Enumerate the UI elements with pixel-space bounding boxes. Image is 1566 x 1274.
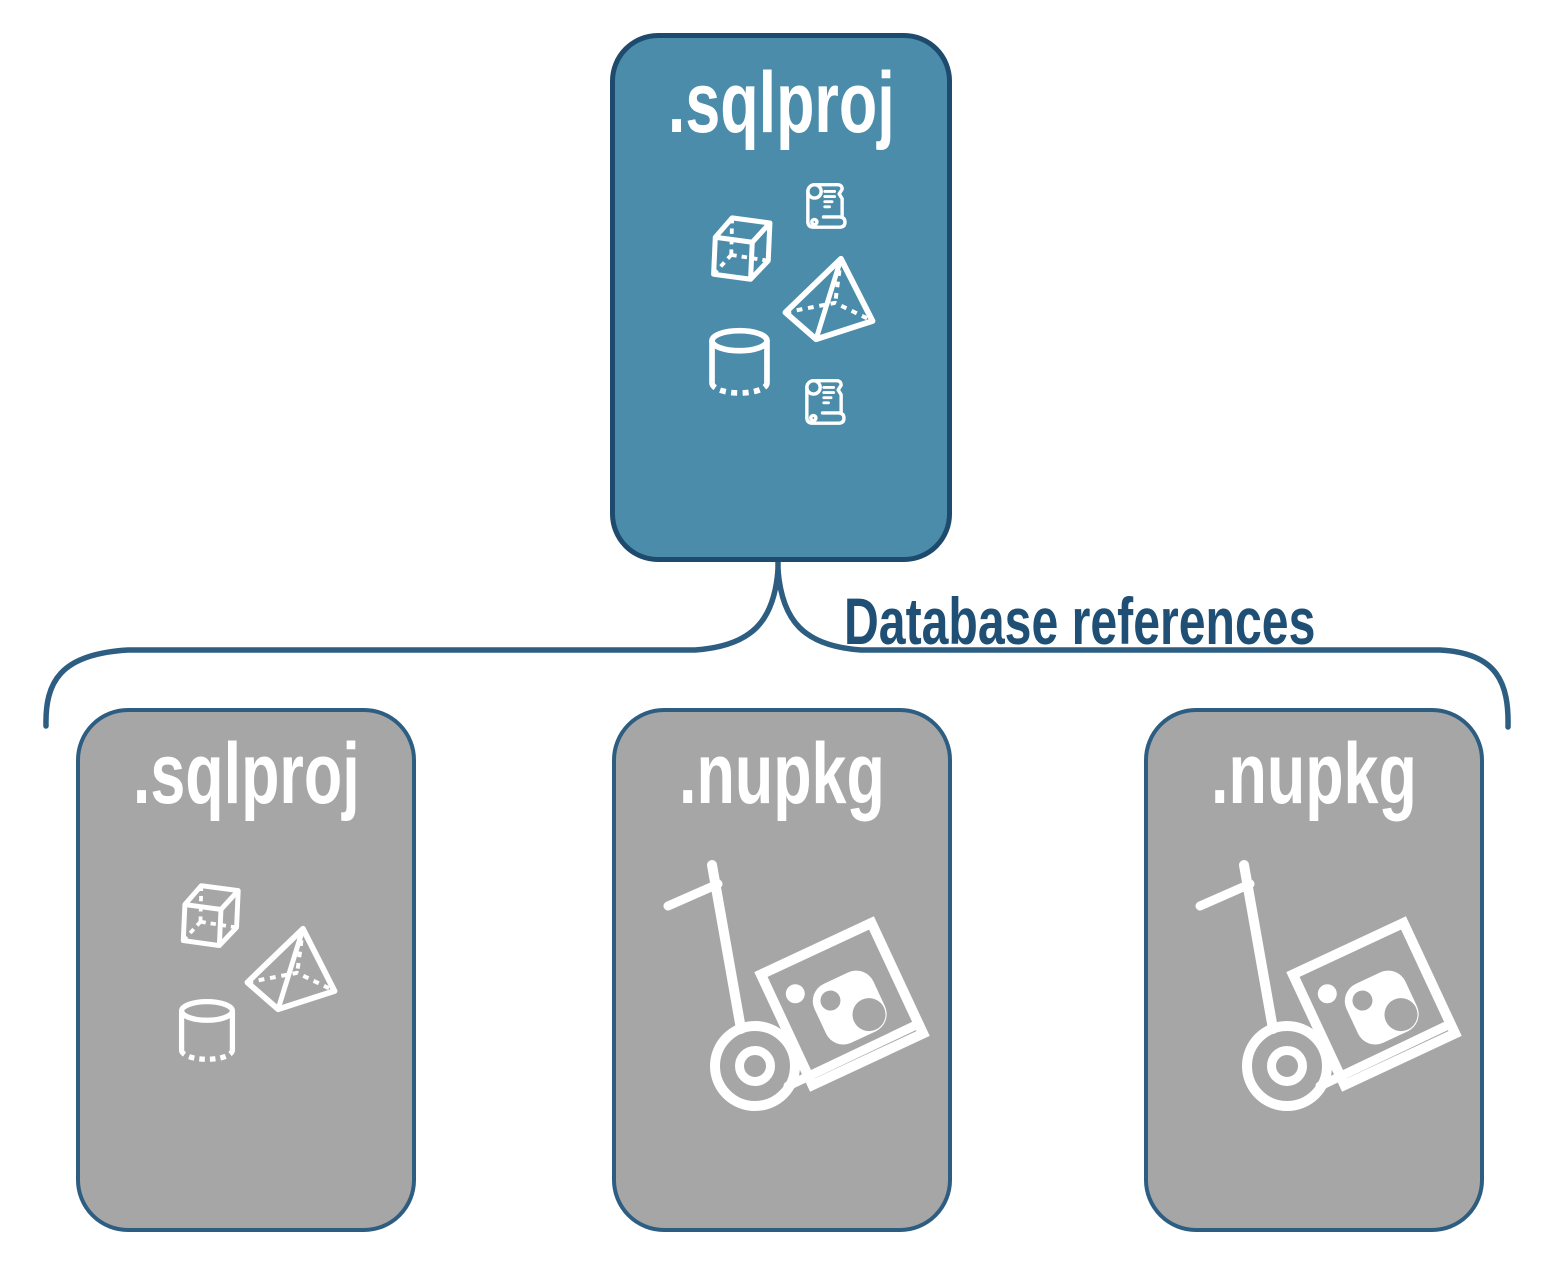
- package-handtruck-icon: [1184, 840, 1464, 1140]
- package-handtruck-icon: [652, 840, 932, 1140]
- child-box-nupkg-1: .nupkg: [612, 708, 952, 1232]
- root-box-label: .sqlproj: [667, 55, 895, 151]
- child-box-nupkg-2: .nupkg: [1144, 708, 1484, 1232]
- child-box-sqlproj: .sqlproj: [76, 708, 416, 1232]
- scroll-icon: [799, 373, 852, 430]
- child-box-label: .sqlproj: [132, 726, 360, 822]
- child-box-label: .nupkg: [1211, 726, 1417, 822]
- pyramid-icon: [779, 254, 878, 344]
- cylinder-icon: [706, 325, 773, 402]
- scroll-icon: [800, 177, 853, 234]
- cube-icon: [697, 207, 784, 291]
- connector-label-text: Database references: [844, 584, 1316, 658]
- child-box-label: .nupkg: [679, 726, 885, 822]
- connector-label: Database references: [844, 588, 1490, 654]
- pyramid-icon: [242, 924, 339, 1014]
- cylinder-icon: [176, 995, 238, 1069]
- cube-icon: [167, 875, 252, 957]
- root-box-sqlproj: .sqlproj: [610, 33, 952, 562]
